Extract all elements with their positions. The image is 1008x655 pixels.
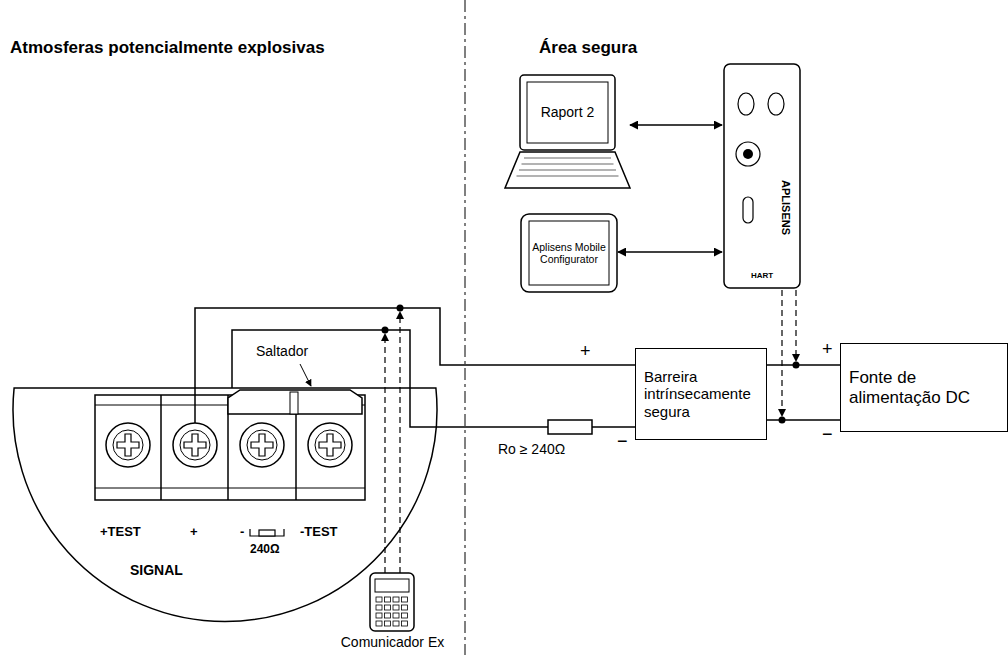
hart-tap-line (399, 318, 400, 573)
keyboard-row (522, 164, 614, 165)
resistor-symbol (250, 529, 284, 536)
modem-socket (768, 93, 784, 115)
jumper-notch (290, 392, 298, 414)
terminal-label: -TEST (300, 525, 338, 540)
brand-logo: APLISENS (779, 180, 792, 235)
communicator-key (402, 605, 408, 610)
hart-tap-line (384, 340, 385, 573)
laptop-base (505, 152, 630, 188)
communicator-key (385, 621, 391, 626)
polarity-sign: − (822, 424, 833, 445)
hart-tap-line (795, 290, 796, 355)
tablet-screen (529, 221, 609, 285)
communicator-key (376, 621, 382, 626)
zone-heading: Área segura (539, 38, 637, 58)
terminal-strip (95, 488, 365, 489)
resistor-value: 240Ω (250, 543, 280, 557)
part-label: Saltador (256, 343, 308, 359)
polarity-sign: − (617, 431, 628, 452)
modem-led (736, 142, 760, 166)
leader-line (300, 364, 311, 386)
signal-wire (767, 364, 840, 366)
communicator-key (385, 597, 391, 602)
communicator-key (393, 621, 399, 626)
resistor-label: Ro ≥ 240Ω (498, 441, 565, 457)
keyboard-row (519, 170, 616, 171)
arrowhead (792, 354, 800, 362)
terminal-screw (106, 423, 150, 467)
polarity-sign: + (822, 339, 833, 360)
communicator-key (385, 613, 391, 618)
hart-modem: APLISENS HART (722, 62, 802, 290)
screen-text: Raport 2 (527, 82, 608, 143)
laptop: Raport 2 (505, 72, 630, 190)
signal-wire (232, 330, 635, 427)
device-label: Comunicador Ex (325, 634, 460, 651)
laptop-outline (505, 72, 630, 190)
communicator-key (376, 597, 382, 602)
box-text: Fonte de alimentação DC (849, 368, 999, 407)
wire-stub (194, 388, 196, 424)
arrowhead (396, 311, 404, 319)
terminal-screw (308, 423, 352, 467)
communicator-key (402, 597, 408, 602)
hart-modem-outline (722, 62, 802, 290)
terminal-label: + (190, 525, 198, 540)
housing-title: SIGNAL (130, 562, 183, 578)
signal-wire (195, 308, 635, 388)
terminal-screw (173, 423, 217, 467)
polarity-sign: + (580, 341, 591, 362)
communicator: Comunicador Ex (325, 568, 460, 652)
keyboard-row (524, 158, 611, 159)
arrowhead (381, 333, 389, 341)
communicator-key (402, 621, 408, 626)
data-link-arrow (618, 251, 722, 253)
terminal-label: +TEST (100, 525, 141, 540)
zone-heading: Atmosferas potencialmente explosivas (10, 38, 325, 58)
communicator-key (376, 613, 382, 618)
communicator-key (393, 605, 399, 610)
screen-text: Aplisens Mobile Configurator (531, 222, 607, 284)
communicator-key (393, 597, 399, 602)
resistor-symbol (548, 420, 592, 434)
communicator-key (376, 605, 382, 610)
resistor-symbol (259, 530, 275, 536)
communicator-key (402, 613, 408, 618)
power-supply-box: Fonte de alimentação DC (840, 343, 1008, 432)
terminal-separator (160, 395, 162, 500)
junction-dot (793, 362, 800, 369)
junction-dot (397, 305, 404, 312)
hart-tap-line (781, 290, 782, 410)
terminal-label: - (240, 525, 244, 540)
tablet-body (521, 214, 617, 292)
arrowhead (778, 409, 786, 417)
modem-led (743, 149, 753, 159)
tablet: Aplisens Mobile Configurator (520, 213, 618, 293)
communicator-body (370, 573, 414, 631)
data-link-arrow (630, 124, 722, 126)
modem-socket (738, 93, 754, 115)
signal-wire (767, 419, 840, 421)
device-label: HART (722, 270, 802, 282)
communicator-key (393, 613, 399, 618)
zone-divider (465, 0, 466, 655)
laptop-lid (520, 75, 615, 150)
laptop-screen (527, 82, 608, 143)
communicator-screen (375, 579, 409, 592)
terminal-screw (240, 423, 284, 467)
jumper (228, 390, 362, 414)
communicator-key (385, 605, 391, 610)
junction-dot (779, 417, 786, 424)
junction-dot (382, 327, 389, 334)
hart-modem-body (724, 64, 800, 288)
barrier-box: Barreira intrínsecamente segura (635, 348, 767, 440)
modem-slot (743, 197, 753, 223)
keyboard-row (517, 176, 619, 177)
box-text: Barreira intrínsecamente segura (644, 368, 758, 420)
